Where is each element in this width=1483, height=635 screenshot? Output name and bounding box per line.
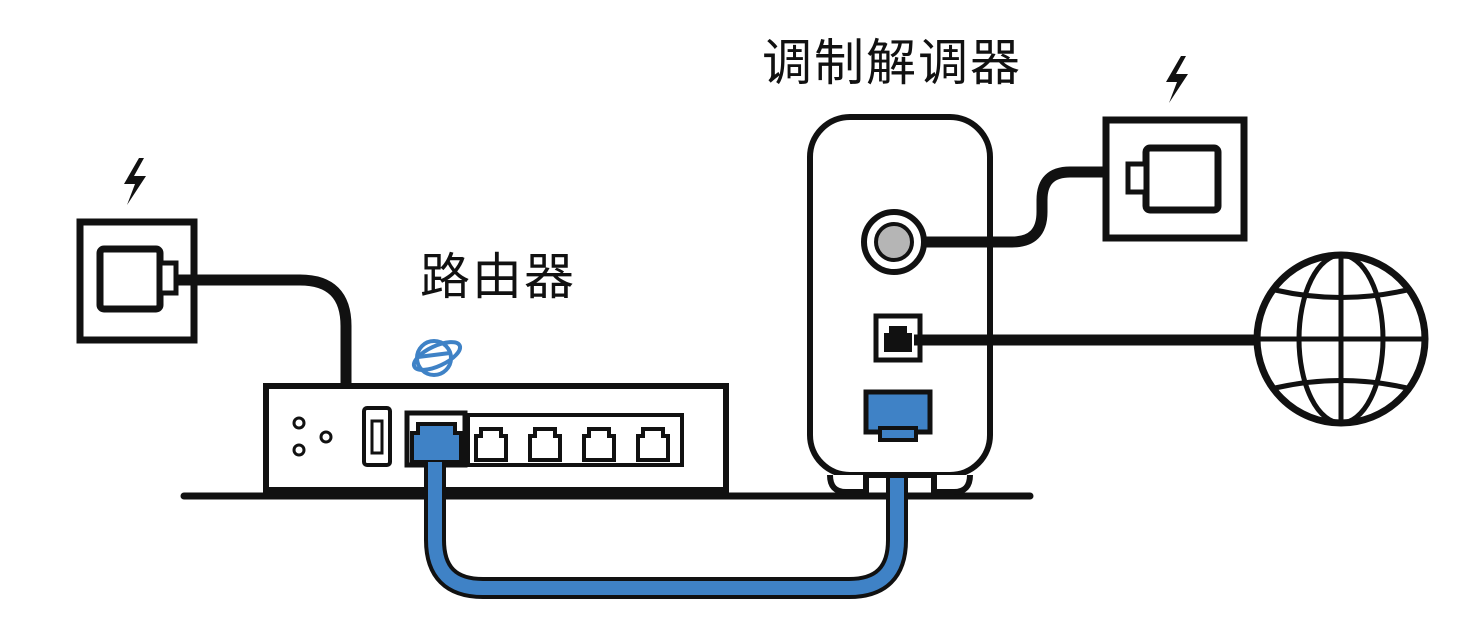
router-usb-port — [362, 406, 392, 467]
router-lan-ports — [466, 413, 684, 467]
modem-ethernet-port — [863, 389, 933, 442]
router-internet-logo-icon — [411, 339, 463, 377]
ethernet-cable-fill — [428, 428, 904, 595]
left-power-bolt-icon — [124, 158, 146, 205]
modem-power-cable — [924, 166, 1126, 248]
router-buttons — [292, 416, 333, 457]
router-wan-port — [404, 410, 468, 468]
internet-globe-icon — [1253, 251, 1429, 427]
modem-label: 调制解调器 — [762, 34, 1022, 92]
right-power-bolt-icon — [1166, 56, 1188, 103]
router-power-cable — [178, 274, 352, 386]
left-power-outlet — [76, 218, 198, 344]
modem-body — [807, 114, 993, 495]
right-power-outlet — [1102, 116, 1248, 242]
router-label: 路由器 — [420, 248, 576, 306]
modem-coax-port — [861, 209, 927, 275]
modem-phone-port — [873, 313, 923, 363]
